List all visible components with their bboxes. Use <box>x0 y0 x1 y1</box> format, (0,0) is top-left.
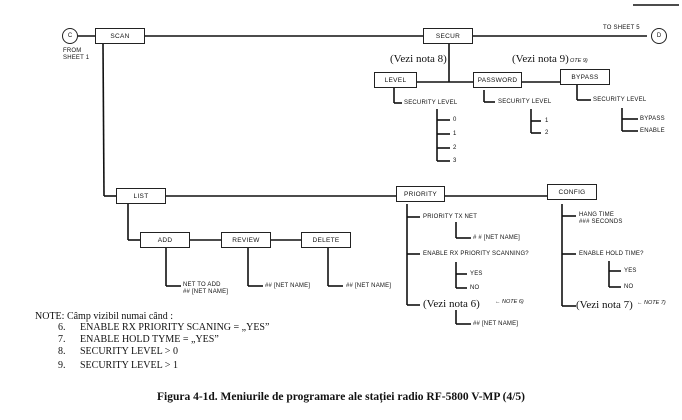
config-note-tag: ← NOTE 7) <box>637 300 666 306</box>
add-line-1: NET TO ADD <box>183 282 221 288</box>
level-option-2: 2 <box>453 145 457 151</box>
note-item-6: 6. ENABLE RX PRIORITY SCANING = „YES” <box>58 322 269 333</box>
priority-tx-net: PRIORITY TX NET <box>423 214 478 220</box>
note-text: SECURITY LEVEL > 1 <box>80 360 178 371</box>
level-option-0: 0 <box>453 117 457 123</box>
sheet-label: SHEET 1 <box>63 55 90 61</box>
menu-list[interactable]: LIST <box>116 188 166 204</box>
menu-level-label: LEVEL <box>384 76 407 84</box>
priority-rx-no: NO <box>470 285 480 291</box>
add-line-2: ## [NET NAME] <box>183 289 229 295</box>
priority-net-value: ## [NET NAME] <box>473 321 519 327</box>
priority-note-tag: ← NOTE 6) <box>495 299 524 305</box>
config-hold-yes: YES <box>624 268 637 274</box>
config-hang-time-label: HANG TIME <box>579 212 615 218</box>
note-text: ENABLE HOLD TYME = „YES” <box>80 334 219 345</box>
annotation-nota-9: (Vezi nota 9) <box>512 53 569 65</box>
menu-bypass-label: BYPASS <box>571 73 599 81</box>
notes-header: NOTE: Câmp vizibil numai când : <box>35 311 174 322</box>
config-hang-seconds: ### SECONDS <box>579 219 623 225</box>
level-option-3: 3 <box>453 158 457 164</box>
menu-scan[interactable]: SCAN <box>95 28 145 44</box>
menu-bypass[interactable]: BYPASS <box>560 69 610 85</box>
from-label: FROM <box>63 48 82 54</box>
bypass-note-tag: OTE 9) <box>570 58 588 64</box>
menu-password[interactable]: PASSWORD <box>473 72 522 88</box>
level-option-1: 1 <box>453 131 457 137</box>
menu-config[interactable]: CONFIG <box>547 184 597 200</box>
to-sheet-label: TO SHEET 5 <box>603 25 640 31</box>
note-text: ENABLE RX PRIORITY SCANING = „YES” <box>80 322 270 333</box>
note-item-7: 7. ENABLE HOLD TYME = „YES” <box>58 334 219 345</box>
priority-tx-net-value: # # [NET NAME] <box>473 235 521 241</box>
menu-list-label: LIST <box>133 192 149 200</box>
priority-note-ref: (Vezi nota 6) <box>423 298 480 310</box>
add-net-to-add: NET TO ADD ## [NET NAME] <box>183 282 228 296</box>
note-text: SECURITY LEVEL > 0 <box>80 346 178 357</box>
bypass-option-bypass: BYPASS <box>640 116 665 122</box>
delete-net-name: ## [NET NAME] <box>346 283 392 289</box>
level-security-level: SECURITY LEVEL <box>404 100 458 106</box>
note-number: 6. <box>58 322 66 333</box>
menu-review[interactable]: REVIEW <box>221 232 271 248</box>
note-number: 9. <box>58 360 66 371</box>
note-item-9: 9. SECURITY LEVEL > 1 <box>58 360 178 371</box>
note-number: 7. <box>58 334 66 345</box>
menu-add[interactable]: ADD <box>140 232 190 248</box>
figure-caption: Figura 4-1d. Meniurile de programare ale… <box>156 391 526 403</box>
config-hang-time: HANG TIME ### SECONDS <box>579 212 623 226</box>
menu-password-label: PASSWORD <box>477 76 518 84</box>
connector-c: C <box>62 28 78 44</box>
menu-config-label: CONFIG <box>558 188 586 196</box>
connector-d: D <box>651 28 667 44</box>
config-hold-no: NO <box>624 284 634 290</box>
priority-rx-yes: YES <box>470 271 483 277</box>
menu-level[interactable]: LEVEL <box>374 72 417 88</box>
config-enable-hold: ENABLE HOLD TIME? <box>579 251 644 257</box>
menu-priority[interactable]: PRIORITY <box>396 186 445 202</box>
menu-secur[interactable]: SECUR <box>423 28 473 44</box>
menu-secur-label: SECUR <box>435 32 461 40</box>
config-note-ref: (Vezi nota 7) <box>576 299 633 311</box>
menu-scan-label: SCAN <box>110 32 130 40</box>
connector-c-letter: C <box>67 33 73 39</box>
password-security-level: SECURITY LEVEL <box>498 99 552 105</box>
bypass-option-enable: ENABLE <box>640 128 665 134</box>
review-net-name: ## [NET NAME] <box>265 283 311 289</box>
menu-add-label: ADD <box>157 236 173 244</box>
from-sheet-label: FROM SHEET 1 <box>63 48 89 62</box>
password-option-2: 2 <box>545 130 549 136</box>
annotation-nota-8: (Vezi nota 8) <box>390 53 447 65</box>
note-item-8: 8. SECURITY LEVEL > 0 <box>58 346 178 357</box>
menu-delete-label: DELETE <box>312 236 340 244</box>
menu-priority-label: PRIORITY <box>403 190 438 198</box>
bypass-security-level: SECURITY LEVEL <box>593 97 647 103</box>
password-option-1: 1 <box>545 118 549 124</box>
priority-enable-rx: ENABLE RX PRIORITY SCANNING? <box>423 251 529 257</box>
note-number: 8. <box>58 346 66 357</box>
menu-review-label: REVIEW <box>232 236 260 244</box>
connector-d-letter: D <box>656 33 662 39</box>
menu-delete[interactable]: DELETE <box>301 232 351 248</box>
